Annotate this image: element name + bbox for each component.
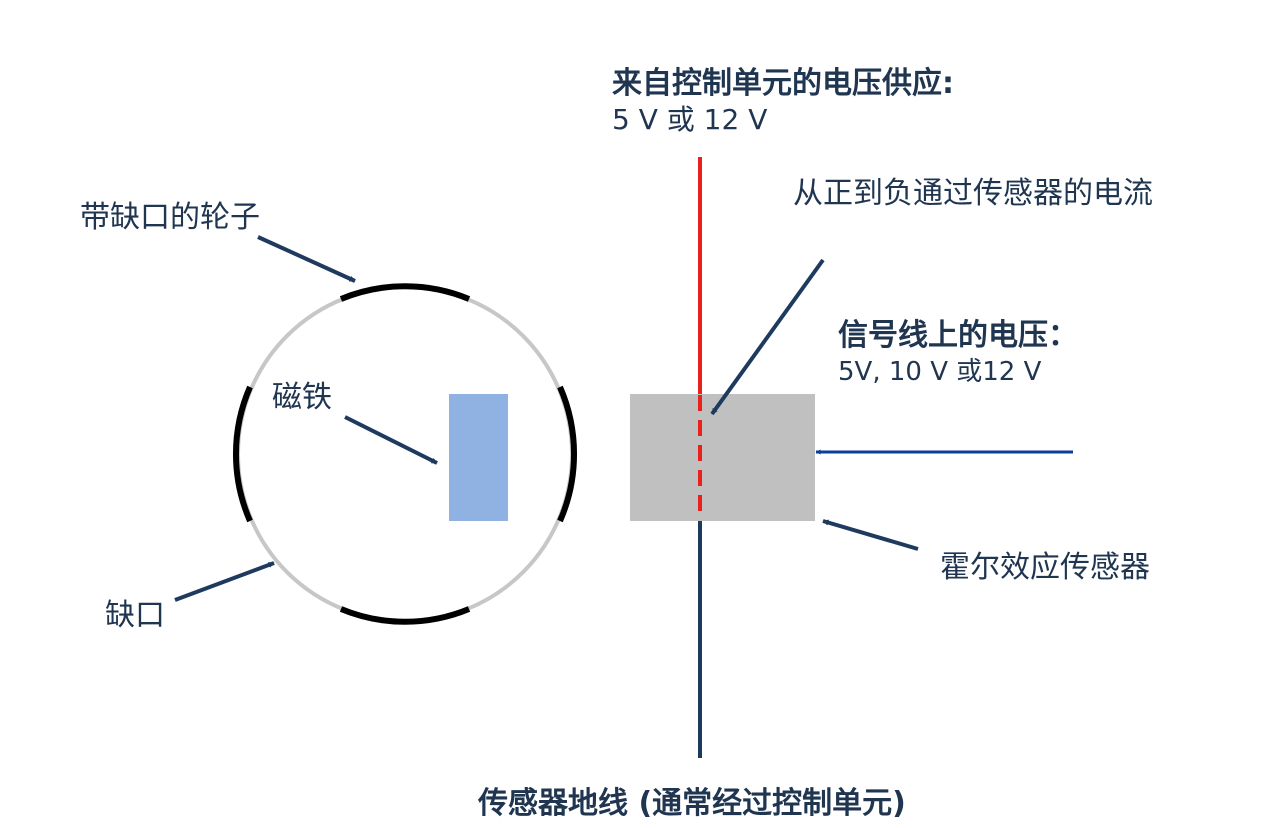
current-arrow (710, 258, 825, 416)
hall-sensor-label: 霍尔效应传感器 (940, 550, 1150, 585)
wheel-tooth-left (233, 385, 253, 523)
notch-arrow (174, 561, 275, 602)
signal-title-label: 信号线上的电压： (838, 318, 1078, 353)
magnet (449, 394, 508, 521)
notch-label: 缺口 (105, 598, 165, 633)
wheel-tooth-bottom (339, 606, 471, 625)
magnet-label: 磁铁 (272, 380, 332, 415)
current-flow-label: 从正到负通过传感器的电流 (793, 176, 1153, 211)
ground-label: 传感器地线 (通常经过控制单元) (478, 786, 906, 821)
signal-value-label: 5V, 10 V 或12 V (838, 357, 1042, 387)
sensor-arrow (822, 519, 919, 551)
wheel-arrow (257, 235, 356, 283)
supply-title-label: 来自控制单元的电压供应: (612, 66, 954, 101)
wheel-rim (236, 285, 574, 623)
wheel-tooth-right (557, 385, 577, 523)
wheel-tooth-top (339, 283, 471, 302)
supply-value-label: 5 V 或 12 V (612, 103, 768, 136)
hall-sensor-body (630, 394, 815, 521)
magnet-arrow (344, 415, 438, 465)
wheel-label: 带缺口的轮子 (80, 200, 260, 235)
